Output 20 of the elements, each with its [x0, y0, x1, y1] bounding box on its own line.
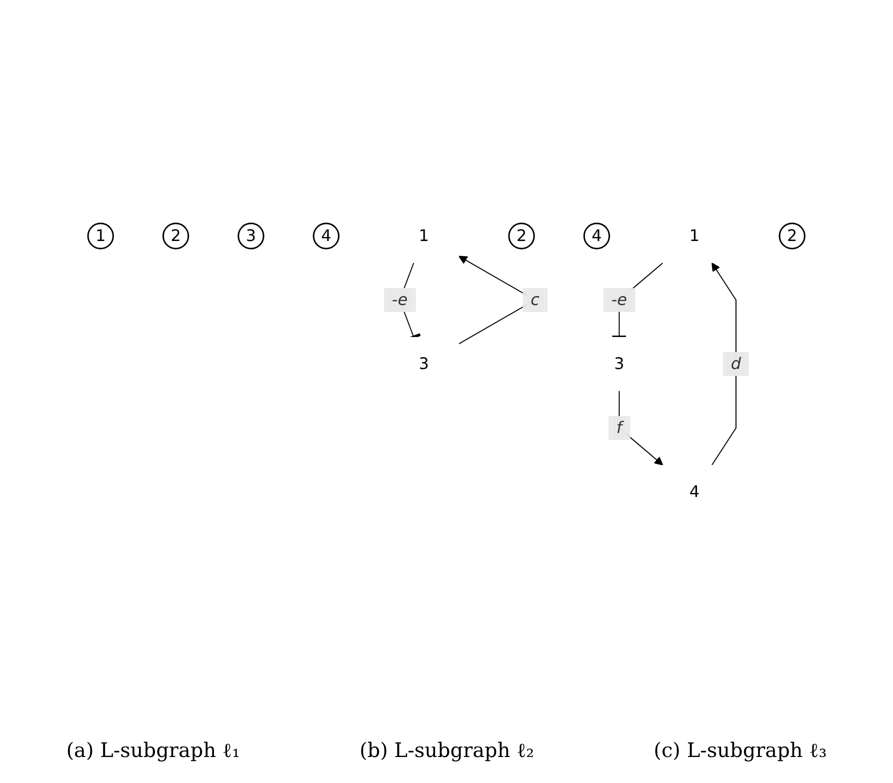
caption: (a) L-subgraph ℓ₁	[66, 738, 240, 763]
edge-label: c	[530, 290, 540, 309]
edge-label: -e	[612, 290, 628, 309]
node-circle: 4	[312, 222, 340, 250]
node-text: 4	[689, 482, 700, 501]
caption: (c) L-subgraph ℓ₃	[654, 738, 827, 763]
caption: (b) L-subgraph ℓ₂	[360, 738, 534, 763]
node-circle: 3	[238, 222, 264, 250]
edge-label: -e	[392, 290, 408, 309]
node-circle: 2	[778, 222, 806, 250]
arrow	[712, 262, 737, 466]
arrow	[618, 390, 664, 466]
node-circle: 4	[584, 222, 610, 250]
node-text: 1	[689, 226, 700, 245]
node-circle: 2	[162, 222, 190, 250]
node-circle: 1	[87, 222, 114, 250]
node-text: 1	[418, 226, 430, 245]
edge-label: d	[731, 354, 742, 373]
edge-label: f	[616, 418, 622, 437]
node-circle: 2	[508, 222, 536, 250]
